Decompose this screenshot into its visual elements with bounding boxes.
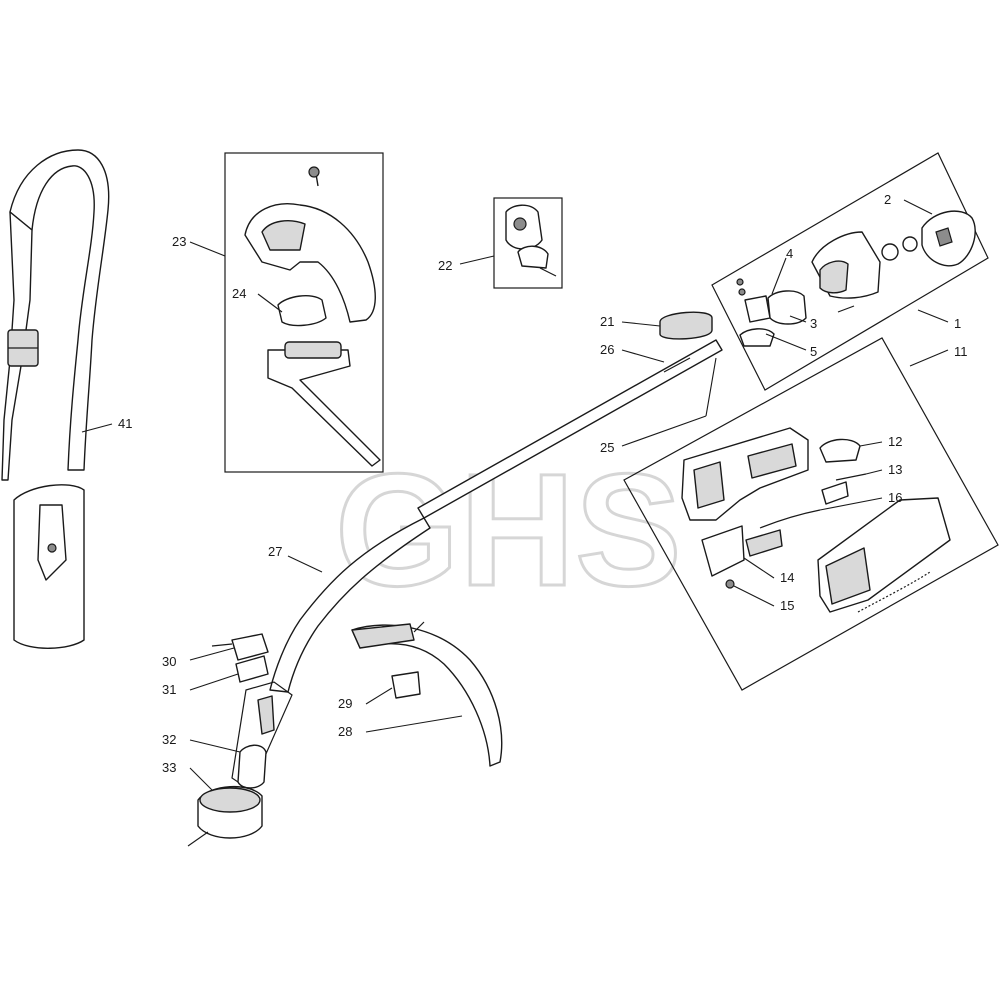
callout-15: 15 [780, 598, 794, 613]
callout-24: 24 [232, 286, 246, 301]
callout-leaders [81, 199, 949, 791]
callout-21: 21 [600, 314, 614, 329]
throttle-housing-box [623, 337, 999, 691]
callout-41: 41 [118, 416, 132, 431]
callout-30: 30 [162, 654, 176, 669]
handle-assembly-box [224, 152, 384, 473]
callout-28: 28 [338, 724, 352, 739]
drive-shaft-assembly [269, 311, 723, 693]
front-handle [244, 166, 381, 467]
callout-2: 2 [884, 192, 891, 207]
handle-clamp [505, 204, 557, 277]
callout-5: 5 [810, 344, 817, 359]
callout-1: 1 [954, 316, 961, 331]
line-guard [351, 621, 503, 767]
callout-31: 31 [162, 682, 176, 697]
callout-26: 26 [600, 342, 614, 357]
callout-12: 12 [888, 434, 902, 449]
callout-14: 14 [780, 570, 794, 585]
gear-head-box [711, 152, 989, 391]
callout-22: 22 [438, 258, 452, 273]
shoulder-harness [1, 149, 110, 649]
callout-16: 16 [888, 490, 902, 505]
callout-4: 4 [786, 246, 793, 261]
throttle-housing-assembly [681, 427, 951, 613]
callout-25: 25 [600, 440, 614, 455]
callout-27: 27 [268, 544, 282, 559]
callout-32: 32 [162, 732, 176, 747]
callout-13: 13 [888, 462, 902, 477]
callout-3: 3 [810, 316, 817, 331]
callout-11: 11 [954, 344, 968, 359]
gear-head-assembly [736, 210, 976, 347]
callout-29: 29 [338, 696, 352, 711]
callout-23: 23 [172, 234, 186, 249]
callout-labels: 23 24 22 21 26 25 27 41 2 4 3 5 1 11 12 … [118, 192, 968, 775]
clamp-box [493, 197, 563, 289]
cutting-head-assembly [187, 633, 293, 847]
callout-33: 33 [162, 760, 176, 775]
